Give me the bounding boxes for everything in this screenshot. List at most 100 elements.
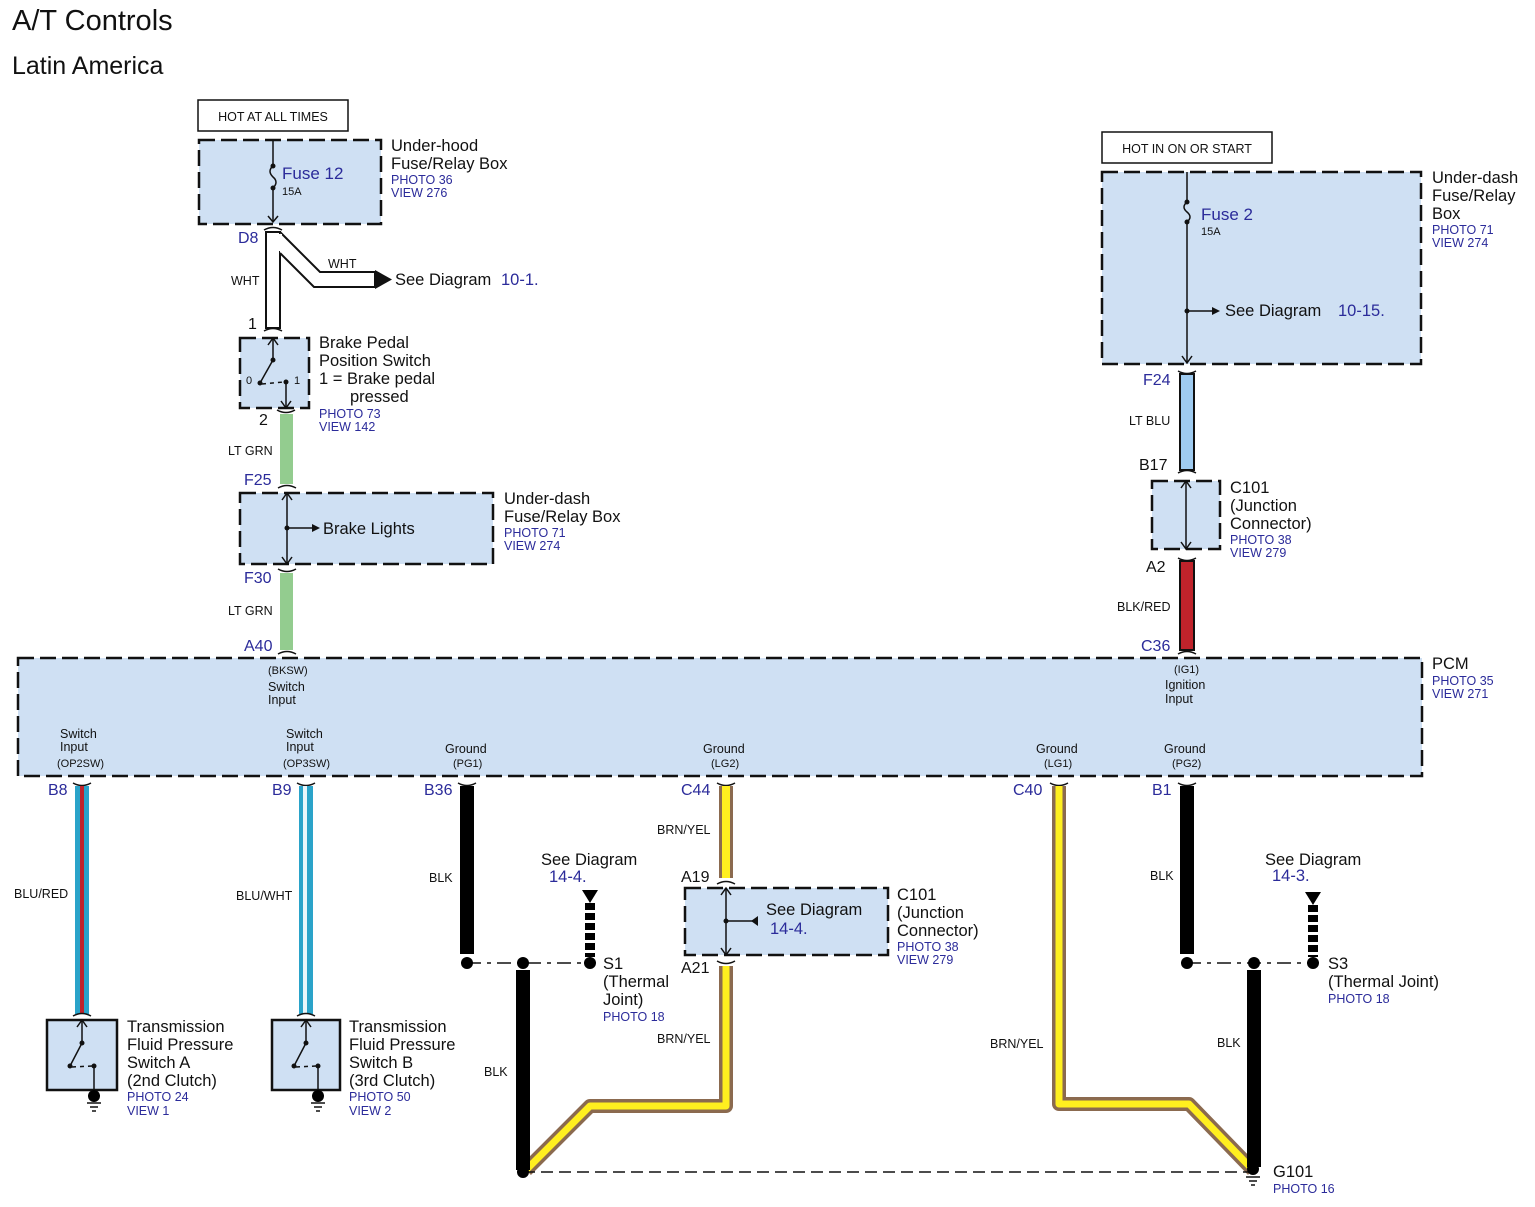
wire-lt-grn-upper[interactable] <box>280 414 293 484</box>
underdash-box-right-view[interactable]: VIEW 274 <box>1432 236 1488 250</box>
underhood-box-name-2: Fuse/Relay Box <box>391 155 508 173</box>
underdash-box-left-view[interactable]: VIEW 274 <box>504 539 560 553</box>
tfp-a-photo[interactable]: PHOTO 24 <box>127 1090 189 1104</box>
s3-name: S3 <box>1328 955 1348 973</box>
pcm-name: PCM <box>1432 655 1469 673</box>
c101-top-name: C101 <box>1230 479 1269 497</box>
wire-label-lt-grn-2: LT GRN <box>228 604 273 618</box>
svg-text:1: 1 <box>294 375 300 387</box>
brake-pedal-position-switch[interactable]: 0 1 <box>238 336 311 410</box>
g101-photo[interactable]: PHOTO 16 <box>1273 1182 1335 1196</box>
wire-label-wht: WHT <box>231 274 260 288</box>
pin-b1: B1 <box>1152 782 1172 799</box>
underdash-fuse-relay-box-brake[interactable]: Brake Lights <box>238 491 495 566</box>
c101-top-view[interactable]: VIEW 279 <box>1230 546 1286 560</box>
tfp-a-name-2: Fluid Pressure <box>127 1036 233 1054</box>
c101-bottom-name-2: (Junction <box>897 904 964 922</box>
s3-see-diagram-14-3-link[interactable]: 14-3. <box>1272 867 1310 885</box>
wire-blk-b36[interactable] <box>460 786 474 954</box>
wire-wht[interactable] <box>265 231 392 329</box>
arrow-down-icon <box>1305 892 1321 905</box>
underhood-box-photo[interactable]: PHOTO 36 <box>391 173 453 187</box>
c101-bottom-name-3: Connector) <box>897 922 979 940</box>
wire-blk-red[interactable] <box>1179 560 1195 651</box>
underhood-fuse-relay-box[interactable]: Fuse 12 15A <box>197 138 383 226</box>
terminal-op3sw-label: Switch <box>286 727 323 741</box>
see-diagram-text: See Diagram <box>766 901 862 919</box>
pin-f30: F30 <box>244 570 272 587</box>
tfp-b-photo[interactable]: PHOTO 50 <box>349 1090 411 1104</box>
wire-brn-yel-a21-to-g101[interactable] <box>521 966 733 1175</box>
wire-blk-s3-to-g101[interactable] <box>1247 970 1261 1167</box>
wire-label-blu-red: BLU/RED <box>14 887 68 901</box>
tfp-b-name: Transmission <box>349 1018 447 1036</box>
wire-label-brn-yel: BRN/YEL <box>657 823 711 837</box>
pin-1: 1 <box>248 316 257 333</box>
brake-lights-label: Brake Lights <box>323 520 415 538</box>
c101-top-name-3: Connector) <box>1230 515 1312 533</box>
wire-label-blk: BLK <box>429 871 453 885</box>
s3-photo[interactable]: PHOTO 18 <box>1328 992 1390 1006</box>
pcm-photo[interactable]: PHOTO 35 <box>1432 674 1494 688</box>
arrow-icon <box>375 270 392 289</box>
diagram-region: Latin America <box>12 52 164 80</box>
fuse-12-rating: 15A <box>282 186 302 198</box>
s3-thermal-joint[interactable] <box>1181 892 1321 969</box>
see-diagram-14-4-link[interactable]: 14-4. <box>770 920 808 938</box>
tfp-a-view[interactable]: VIEW 1 <box>127 1104 169 1118</box>
see-diagram-10-15-link[interactable]: 10-15. <box>1338 302 1385 320</box>
s1-thermal-joint[interactable] <box>461 890 598 969</box>
c101-junction-connector-top[interactable] <box>1150 479 1222 551</box>
transmission-fluid-pressure-switch-a[interactable] <box>45 1018 119 1112</box>
wire-label-brn-yel-3: BRN/YEL <box>990 1037 1044 1051</box>
c101-bottom-photo[interactable]: PHOTO 38 <box>897 940 959 954</box>
wire-label-wht-branch: WHT <box>328 257 357 271</box>
terminal-ig1-label: Ignition <box>1165 678 1205 692</box>
underhood-box-name: Under-hood <box>391 137 478 155</box>
underdash-box-right-name-2: Fuse/Relay <box>1432 187 1516 205</box>
tfp-b-name-4: (3rd Clutch) <box>349 1072 435 1090</box>
arrow-icon <box>267 215 279 224</box>
wire-blk-b1[interactable] <box>1180 786 1194 954</box>
diagram-title: A/T Controls <box>12 5 173 37</box>
pin-b8: B8 <box>48 782 68 799</box>
wire-brn-yel-c40-to-g101[interactable] <box>1052 786 1259 1175</box>
wire-brn-yel-c44[interactable] <box>719 786 733 878</box>
pin-c44: C44 <box>681 782 710 799</box>
svg-text:HOT IN ON OR START: HOT IN ON OR START <box>1122 142 1252 156</box>
wire-lt-grn-lower[interactable] <box>280 573 293 650</box>
pcm-view[interactable]: VIEW 271 <box>1432 687 1488 701</box>
wire-label-lt-grn: LT GRN <box>228 444 273 458</box>
underdash-box-right-photo[interactable]: PHOTO 71 <box>1432 223 1494 237</box>
transmission-fluid-pressure-switch-b[interactable] <box>270 1018 342 1112</box>
c101-junction-connector-bottom[interactable]: See Diagram 14-4. <box>683 886 890 957</box>
underdash-fuse-relay-box-ignition[interactable]: Fuse 2 15A See Diagram 10-15. <box>1100 170 1423 366</box>
wire-blu-red[interactable] <box>75 786 89 1014</box>
wire-blu-wht[interactable] <box>299 786 313 1014</box>
wire-label-blu-wht: BLU/WHT <box>236 889 293 903</box>
pin-2: 2 <box>259 412 268 429</box>
wire-label-blk-4: BLK <box>1217 1036 1241 1050</box>
underhood-box-view[interactable]: VIEW 276 <box>391 186 447 200</box>
underdash-box-left-name: Under-dash <box>504 490 590 508</box>
c101-top-name-2: (Junction <box>1230 497 1297 515</box>
brake-switch-note-2: pressed <box>350 388 409 406</box>
s1-photo[interactable]: PHOTO 18 <box>603 1010 665 1024</box>
tfp-b-view[interactable]: VIEW 2 <box>349 1104 391 1118</box>
underdash-box-right-name-3: Box <box>1432 205 1461 223</box>
tfp-a-name: Transmission <box>127 1018 225 1036</box>
c101-top-photo[interactable]: PHOTO 38 <box>1230 533 1292 547</box>
underdash-box-left-photo[interactable]: PHOTO 71 <box>504 526 566 540</box>
pin-f25: F25 <box>244 472 272 489</box>
s1-see-diagram-14-4-link[interactable]: 14-4. <box>549 868 587 886</box>
pcm-module[interactable] <box>16 656 1424 778</box>
c101-bottom-view[interactable]: VIEW 279 <box>897 953 953 967</box>
wire-blk-s1-to-g101[interactable] <box>516 970 530 1170</box>
brake-switch-view[interactable]: VIEW 142 <box>319 420 375 434</box>
see-diagram-10-1-link[interactable]: 10-1. <box>501 271 539 289</box>
brake-switch-photo[interactable]: PHOTO 73 <box>319 407 381 421</box>
wire-lt-blu[interactable] <box>1179 373 1195 471</box>
brake-switch-name-2: Position Switch <box>319 352 431 370</box>
g101-ground[interactable] <box>517 1163 1260 1186</box>
